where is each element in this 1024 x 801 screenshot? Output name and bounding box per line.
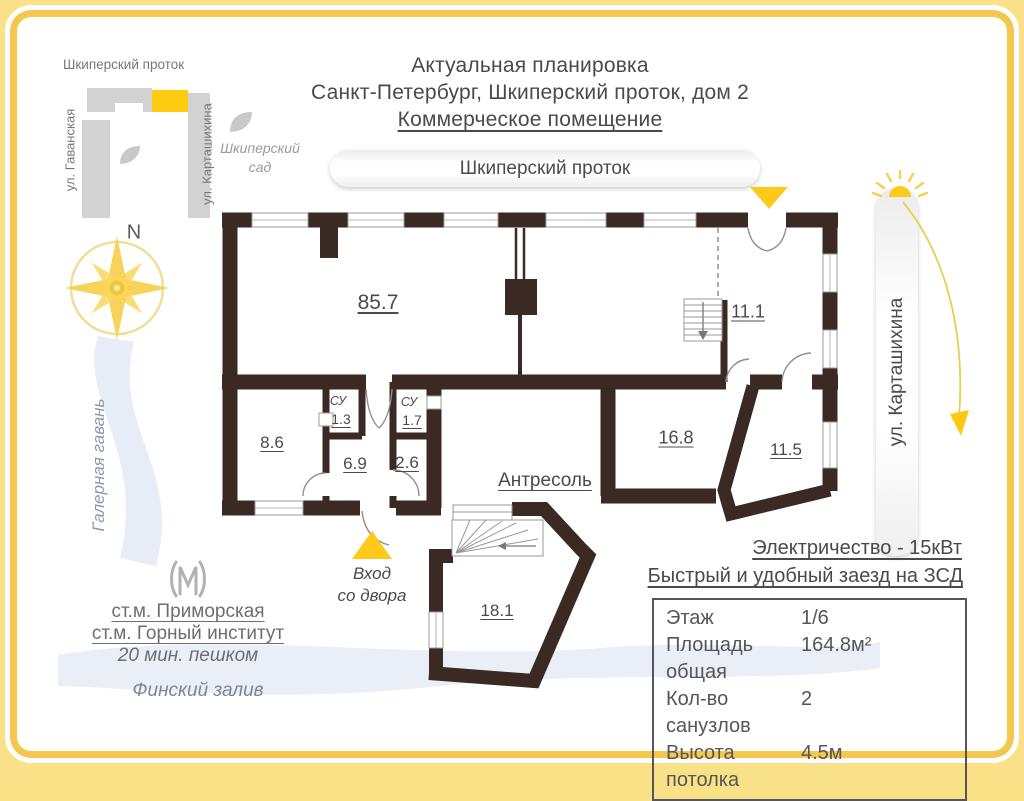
sun-path-arrow [902,201,969,436]
entrance-line1: Вход [353,564,391,583]
room-area-8-6: 8.6 [260,433,284,452]
minimap-street-left: ул. Гаванская [62,108,78,192]
highlighted-building [152,90,188,112]
spec-value: 2 [801,688,813,710]
floor-plan [65,169,969,689]
street-entrance-arrow-icon [750,187,788,209]
metro-station-1: ст.м. Приморская [111,601,265,622]
title-line2: Санкт-Петербург, Шкиперский проток, дом … [311,81,749,104]
spec-value: 1/6 [801,607,829,629]
spec-row-bathrooms: Кол-во санузлов 2 [666,686,953,740]
metro-block: ст.м. Приморская ст.м. Горный институт 2… [78,601,298,667]
room-area-2-6: 2.6 [395,453,419,472]
courtyard-entrance-label: Вход со двора [312,563,432,607]
street-band-top-label: Шкиперский проток [459,157,631,179]
metro-icon [170,560,206,598]
spec-row-area: Площадь общая 164.8м² [666,632,953,686]
street-band-top: Шкиперский проток [330,150,760,187]
electricity-note: Электричество - 15кВт [752,537,962,559]
spec-row-ceiling: Высота потолка 4.5м [666,740,953,794]
wc2-label: СУ [400,395,418,409]
galernaya-ribbon [94,336,162,566]
plan-walls [222,212,838,689]
sun-icon [871,169,929,198]
north-label: N [126,221,142,244]
plan-columns [320,227,537,315]
galernaya-gavan-label: Галерная гавань [89,398,108,532]
finskiy-ribbon [58,642,880,695]
room-area-16-8: 16.8 [658,427,694,448]
finskiy-zaliv-label: Финский залив [132,680,264,701]
street-band-right: ул. Карташихина [876,188,918,556]
wc1-area: 1.3 [331,411,351,427]
spec-label: Высота потолка [666,742,740,791]
park-leaf-icon [120,146,140,164]
mezzanine-stairs [451,504,544,557]
entrance-line2: со двора [337,586,407,605]
garden-label-line1: Шкиперский [220,140,300,156]
spec-label: Кол-во санузлов [666,688,751,737]
spec-value: 164.8м² [801,634,872,656]
plan-doors [302,227,812,546]
room-area-11-1: 11.1 [731,301,765,322]
zsd-note: Быстрый и удобный заезд на ЗСД [647,565,963,587]
courtyard-entrance-arrow-icon [352,531,392,559]
wc1-label: СУ [329,394,347,408]
spec-value: 4.5м [801,742,843,764]
spec-label: Площадь общая [666,634,754,683]
title-line1: Актуальная планировка [411,54,649,77]
compass-icon [65,236,169,340]
spec-row-floor: Этаж 1/6 [666,605,953,632]
garden-label-line2: сад [248,159,272,175]
main-stairs [683,298,723,342]
room-area-18-1: 18.1 [480,601,514,620]
specs-box: Этаж 1/6 Площадь общая 164.8м² Кол-во са… [652,598,967,801]
room-area-hall: 85.7 [357,291,399,314]
title-line3: Коммерческое помещение [397,108,663,131]
minimap-street-top: Шкиперский проток [63,57,185,72]
metro-walk-time: 20 мин. пешком [117,645,259,666]
minimap-buildings [82,88,210,218]
page-title: Актуальная планировка Санкт-Петербург, Ш… [235,52,825,133]
spec-label: Этаж [666,607,714,629]
location-minimap: Шкиперский проток ул. Гаванская ул. Карт… [55,52,227,230]
garden-leaf-icon [230,112,252,132]
metro-station-2: ст.м. Горный институт [91,623,285,644]
room-area-11-5: 11.5 [770,440,802,459]
wc2-area: 1.7 [402,412,422,428]
mezzanine-label: Антресоль [498,470,592,491]
water-ribbons [58,336,880,695]
window-glazing [252,219,831,648]
room-area-6-9: 6.9 [343,454,367,473]
garden-label: Шкиперский сад [208,139,312,177]
